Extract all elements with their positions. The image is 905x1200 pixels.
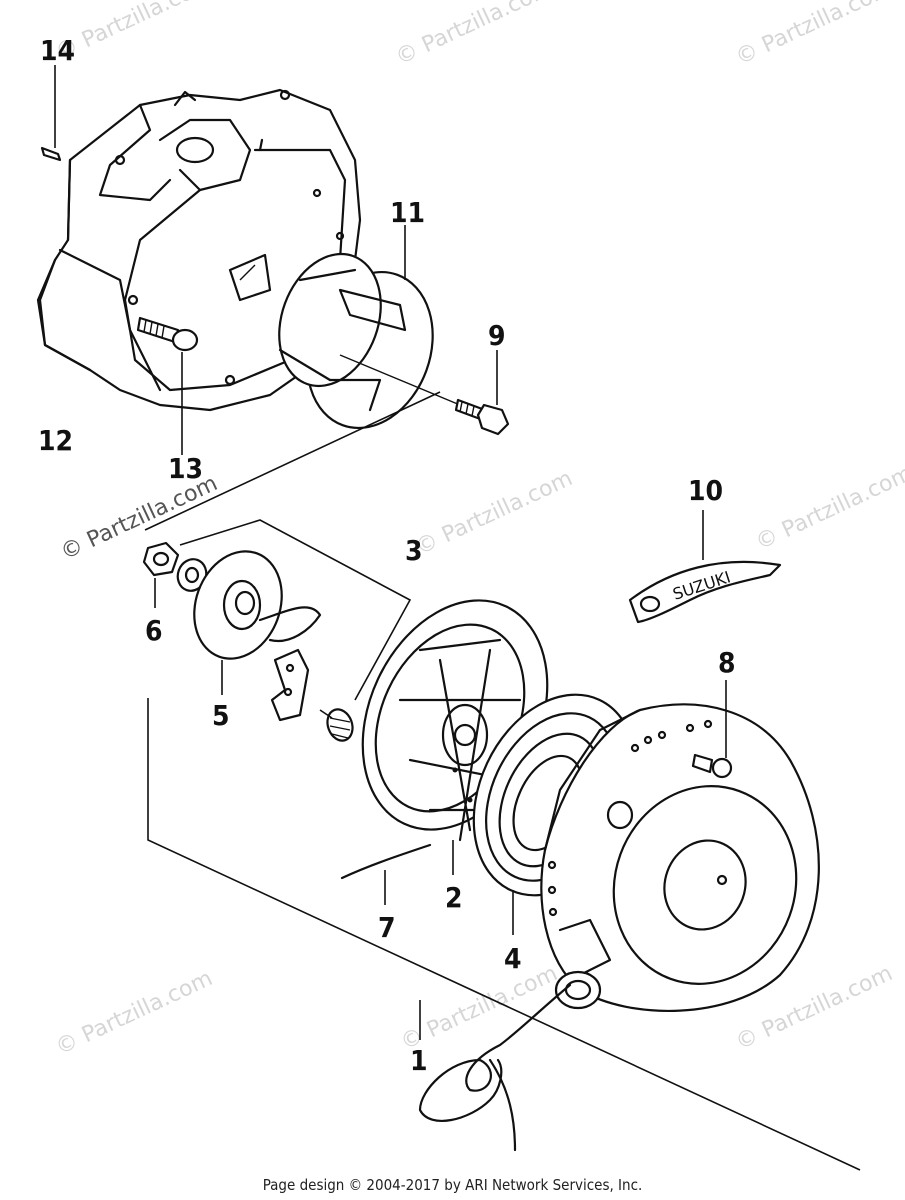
label-part-5: 5	[212, 699, 230, 732]
label-part-1: 1	[410, 1044, 428, 1077]
part-number-labels: 14 11 9 12 13 10 3 6 8 5 2 7 4 1	[38, 34, 736, 1077]
watermark: © Partzilla.com	[57, 471, 221, 565]
watermark: © Partzilla.com	[732, 0, 896, 70]
rope-part-7	[340, 843, 432, 905]
watermark: © Partzilla.com	[392, 0, 556, 70]
label-part-6: 6	[145, 614, 163, 647]
starter-cup-part-11	[278, 225, 434, 430]
watermark: © Partzilla.com	[52, 966, 216, 1060]
nut-part-6	[142, 541, 180, 608]
bracket-line	[179, 519, 412, 701]
label-part-14: 14	[40, 34, 75, 67]
decal-part-10: SUZUKI	[628, 510, 782, 624]
key-part-14	[40, 65, 62, 162]
watermark: © Partzilla.com	[397, 961, 561, 1055]
starter-case-part-1	[418, 703, 820, 1152]
pawl	[270, 648, 310, 722]
label-part-3: 3	[405, 534, 423, 567]
label-part-9: 9	[488, 319, 506, 352]
bolt-part-9	[339, 350, 510, 436]
bracket-line	[147, 698, 861, 1171]
label-part-12: 12	[38, 424, 73, 457]
label-part-7: 7	[378, 911, 396, 944]
washer	[176, 558, 208, 592]
watermark: © Partzilla.com	[752, 461, 905, 555]
label-part-13: 13	[168, 452, 203, 485]
footer-credit: Page design © 2004-2017 by ARI Network S…	[262, 1176, 643, 1194]
small-spring	[319, 708, 354, 742]
watermark: © Partzilla.com	[412, 466, 576, 560]
ratchet-plate-part-5	[193, 550, 322, 695]
bracket-line	[144, 391, 441, 531]
label-part-11: 11	[390, 196, 425, 229]
label-part-10: 10	[688, 474, 723, 507]
screw-part-8	[691, 680, 733, 779]
bolt-part-13	[136, 316, 199, 455]
label-part-2: 2	[445, 881, 463, 914]
label-part-4: 4	[504, 942, 522, 975]
watermark: © Partzilla.com	[52, 0, 216, 65]
label-part-8: 8	[718, 646, 736, 679]
